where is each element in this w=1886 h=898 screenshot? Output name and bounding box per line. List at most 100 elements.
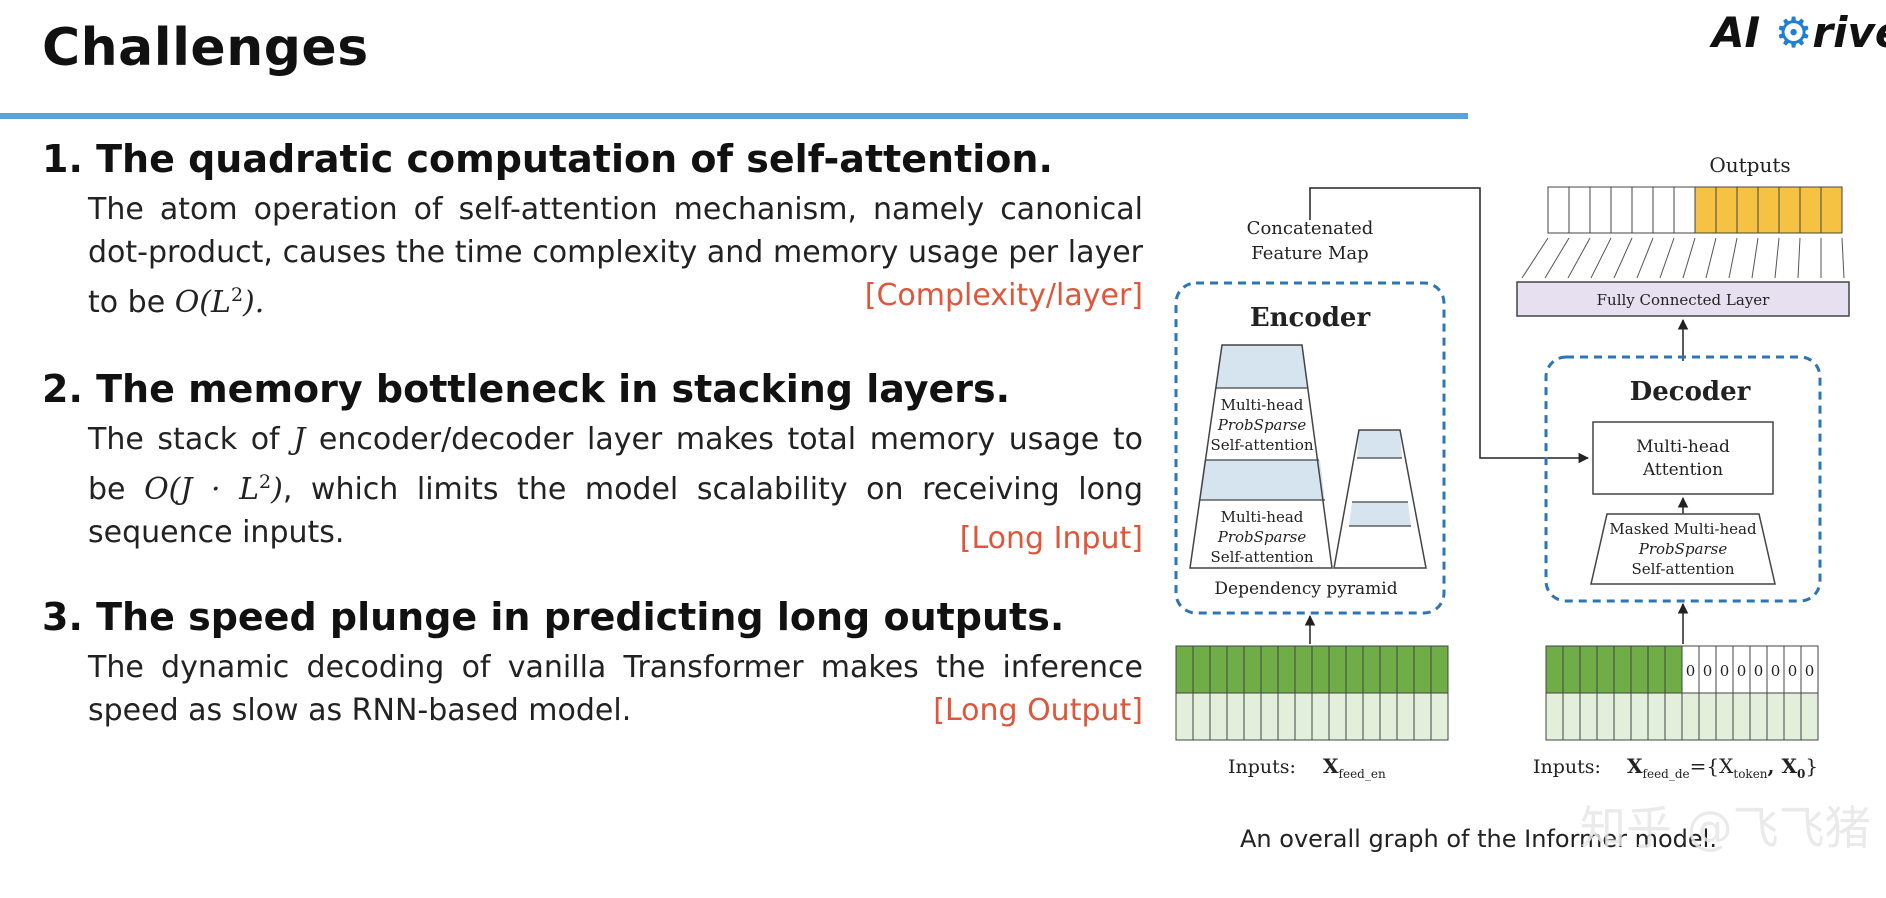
dec-input-cell: [1562, 692, 1581, 741]
dec-input-cell: [1715, 692, 1734, 741]
challenge-3-heading: 3. The speed plunge in predicting long o…: [42, 595, 1065, 639]
enc-input-cell: [1277, 692, 1296, 741]
challenge-2: 2. The memory bottleneck in stacking lay…: [42, 366, 1143, 560]
zero-token: 0: [1720, 662, 1730, 680]
output-cell: [1631, 186, 1654, 234]
diagram-caption: An overall graph of the Informer model.: [1240, 825, 1717, 853]
masked-mh-block: [1590, 513, 1776, 585]
dec-input-cell: [1732, 692, 1751, 741]
challenge-1: 1. The quadratic computation of self-att…: [42, 136, 1143, 324]
fc-connector-line: [1544, 237, 1570, 279]
concat-label-1: Concatenated: [1247, 218, 1374, 239]
enc-input-cell: [1260, 645, 1279, 694]
dec-input-cell: [1545, 692, 1564, 741]
fc-connector-line: [1797, 237, 1801, 279]
enc-input-cell: [1277, 645, 1296, 694]
fc-connector-line: [1774, 237, 1780, 279]
dec-input-cell: [1596, 692, 1615, 741]
fc-connector-line: [1636, 237, 1654, 279]
dec-input-cell: [1647, 692, 1666, 741]
decoder-label: Decoder: [1630, 377, 1751, 407]
dec-masked-mh: Masked Multi-head: [1609, 520, 1757, 538]
brand-logo: AI ⚙rive: [1712, 8, 1886, 57]
enc-input-cell: [1396, 692, 1415, 741]
output-cell: [1820, 186, 1843, 234]
dec-input-cell: [1698, 692, 1717, 741]
output-cell: [1694, 186, 1717, 234]
dec-input-cell: [1596, 645, 1615, 694]
dec-inputs-label: Inputs:: [1533, 756, 1601, 778]
dependency-pyramid-label: Dependency pyramid: [1214, 579, 1397, 599]
challenge-2-body: The stack of J encoder/decoder layer mak…: [88, 418, 1143, 556]
encoder-layer-mid-fill: [1199, 460, 1325, 500]
enc-probsparse-1: ProbSparse: [1217, 416, 1307, 434]
dec-selfatt: Self-attention: [1631, 560, 1734, 578]
output-cell: [1736, 186, 1759, 234]
dec-input-cell: [1562, 645, 1581, 694]
arrow-concat-to-attention: [1309, 187, 1590, 464]
math-complexity: O(L2).: [174, 284, 265, 320]
output-cell: [1610, 186, 1633, 234]
dec-input-cell: [1664, 645, 1683, 694]
encoder-small-pyramid: [1333, 429, 1427, 569]
enc-input-cell: [1396, 645, 1415, 694]
enc-input-cell: [1192, 645, 1211, 694]
fc-connector-line: [1682, 237, 1696, 279]
dec-input-cell: [1664, 692, 1683, 741]
challenge-1-heading: 1. The quadratic computation of self-att…: [42, 137, 1053, 181]
small-pyramid-mid-fill: [1349, 502, 1411, 526]
enc-input-cell: [1413, 645, 1432, 694]
enc-input-cell: [1260, 692, 1279, 741]
fc-connector-line: [1841, 237, 1845, 279]
enc-input-cell: [1362, 692, 1381, 741]
dec-input-cell: [1630, 692, 1649, 741]
fc-connector-line: [1567, 237, 1591, 279]
enc-selfatt-2: Self-attention: [1210, 548, 1313, 566]
page-title: Challenges: [42, 18, 369, 78]
zero-token: 0: [1703, 662, 1713, 680]
encoder-box: [1174, 281, 1446, 615]
dec-mh-1: Multi-head: [1636, 437, 1730, 457]
dec-input-cell: [1613, 692, 1632, 741]
fc-connector-line: [1751, 237, 1759, 279]
encoder-label: Encoder: [1250, 303, 1371, 333]
enc-input-cell: [1345, 692, 1364, 741]
enc-input-cell: [1311, 692, 1330, 741]
small-pyramid-top-fill: [1357, 430, 1402, 458]
enc-input-cell: [1294, 645, 1313, 694]
fc-connector-line: [1521, 237, 1549, 279]
enc-input-cell: [1328, 645, 1347, 694]
fc-connector-line: [1590, 237, 1612, 279]
output-cells: [1547, 186, 1843, 234]
math-memory: O(J · L2): [144, 471, 283, 507]
encoder-input-grid: [1175, 645, 1449, 741]
challenge-1-body: The atom operation of self-attention mec…: [88, 192, 1143, 320]
output-cell: [1568, 186, 1591, 234]
fc-connector-line: [1705, 237, 1717, 279]
enc-input-cell: [1294, 692, 1313, 741]
dec-input-cell: [1800, 692, 1819, 741]
enc-input-cell: [1226, 645, 1245, 694]
encoder-layer-top-fill: [1216, 345, 1308, 388]
output-cell: [1589, 186, 1612, 234]
enc-probsparse-2: ProbSparse: [1217, 528, 1307, 546]
long-input-tag: [Long Input]: [959, 521, 1143, 556]
enc-x-feed-en: Xfeed_en: [1323, 754, 1386, 781]
enc-input-cell: [1209, 645, 1228, 694]
enc-input-cell: [1175, 645, 1194, 694]
output-cell: [1547, 186, 1570, 234]
encoder-big-pyramid: [1189, 344, 1333, 569]
output-cell: [1757, 186, 1780, 234]
enc-input-cell: [1413, 692, 1432, 741]
enc-mh-2: Multi-head: [1221, 508, 1304, 526]
dec-input-cell: [1579, 645, 1598, 694]
mh-attention-block: [1592, 421, 1774, 495]
dec-input-cell: [1613, 645, 1632, 694]
enc-inputs-label: Inputs:: [1228, 756, 1296, 778]
enc-input-cell: [1379, 645, 1398, 694]
zero-token: 0: [1754, 662, 1764, 680]
zero-token: 0: [1805, 662, 1815, 680]
enc-input-cell: [1328, 692, 1347, 741]
